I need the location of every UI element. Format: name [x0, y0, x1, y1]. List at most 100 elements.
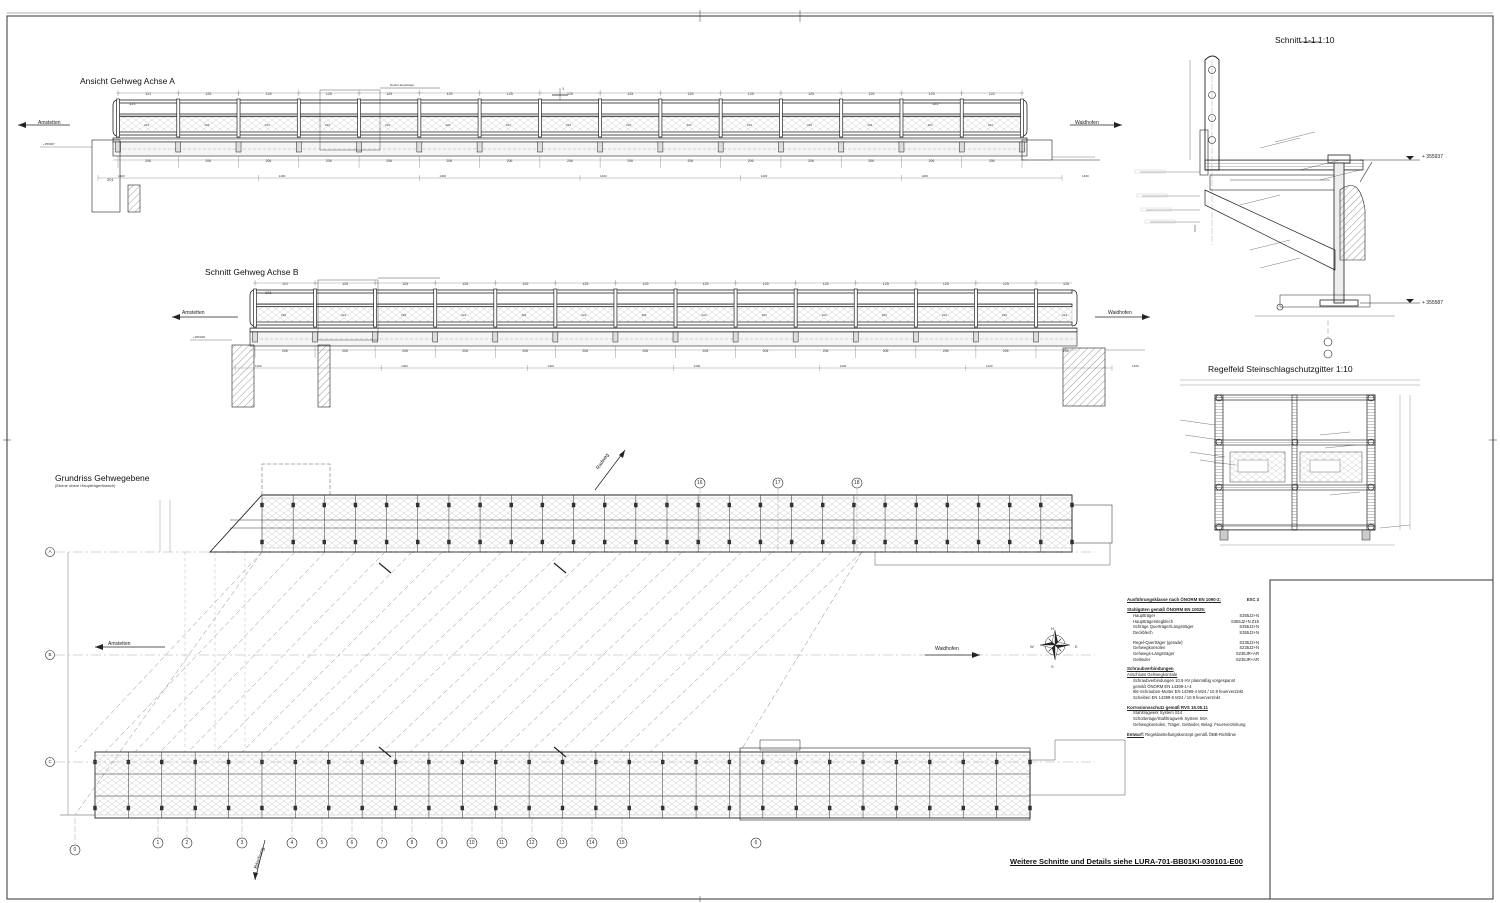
note-line: Schotterlage/Stahltragwerk System S6A — [1133, 716, 1208, 722]
note-line: 6kt-Schrauben-Mutter EN 14399-4 M24 / 10… — [1133, 689, 1244, 695]
svg-text:125: 125 — [688, 92, 694, 96]
compass-west: W — [1030, 644, 1034, 649]
svg-text:1400: 1400 — [921, 174, 928, 178]
svg-text:224: 224 — [762, 313, 767, 317]
svg-text:224: 224 — [521, 313, 526, 317]
compass-east: E — [1075, 644, 1078, 649]
axis-number-12: 12 — [529, 839, 535, 846]
svg-text:206: 206 — [929, 159, 935, 163]
svg-text:206: 206 — [627, 159, 633, 163]
svg-text:+356937: +356937 — [43, 142, 55, 146]
svg-text:224: 224 — [882, 313, 887, 317]
svg-text:1400: 1400 — [255, 364, 262, 368]
notes-corr-title: Korrosionsschutz gemäß RVS 15.05.11 — [1127, 704, 1208, 710]
svg-text:206: 206 — [567, 159, 573, 163]
svg-text:125: 125 — [582, 282, 588, 286]
compass-south: S — [1051, 664, 1054, 669]
svg-text:206: 206 — [808, 159, 814, 163]
axis-number-extra: 6 — [754, 839, 758, 846]
svg-text:1400: 1400 — [547, 364, 554, 368]
svg-text:1400: 1400 — [986, 364, 993, 368]
svg-text:125: 125 — [446, 92, 452, 96]
plan-view — [45, 449, 1126, 881]
svg-text:206: 206 — [386, 159, 392, 163]
steel-grade: S235JR+AR — [1235, 656, 1259, 662]
direction-waidhofen-a: Waidhofen — [1075, 120, 1099, 126]
axis-number-8: 8 — [410, 839, 414, 846]
svg-text:206: 206 — [522, 349, 528, 353]
steel-grade: S235J2+N — [1239, 639, 1259, 645]
direction-waidhofen-plan: Waidhofen — [935, 646, 959, 652]
steel-grade: S355J2+N — [1239, 629, 1259, 635]
axis-number-9: 9 — [440, 839, 444, 846]
axis-number-10: 10 — [469, 839, 475, 846]
notes-bolt-sub: Anschluss Gehwegkonsole — [1127, 672, 1178, 678]
svg-text:125: 125 — [266, 92, 272, 96]
svg-text:224: 224 — [325, 123, 330, 127]
svg-text:224: 224 — [401, 313, 406, 317]
svg-text:224: 224 — [566, 123, 571, 127]
axis-number-2: 2 — [185, 839, 189, 846]
steel-item: Regel-Querträger (gerade) — [1133, 639, 1183, 645]
steel-item: Schräge Querträger/Längsträger — [1133, 624, 1194, 630]
svg-text:1400: 1400 — [694, 364, 701, 368]
svg-text:Detail Hauptträger: Detail Hauptträger — [390, 83, 414, 87]
svg-text:224: 224 — [445, 123, 450, 127]
svg-text:224: 224 — [988, 123, 993, 127]
svg-text:1400: 1400 — [761, 174, 768, 178]
svg-text:224: 224 — [747, 123, 752, 127]
svg-text:125: 125 — [748, 92, 754, 96]
svg-text:224: 224 — [867, 123, 872, 127]
row-letter-A: A — [48, 548, 52, 554]
section-view-b: 121 224 125 224 125 224 125 224 125 224 125 224 125 2… — [172, 277, 1150, 408]
svg-text:121: 121 — [282, 282, 288, 286]
svg-text:206: 206 — [507, 159, 513, 163]
axis-number-3: 3 — [240, 839, 244, 846]
notes-rem-text: Regeldarstellungskonzept gemäß ÖBB-Richt… — [1145, 731, 1236, 737]
svg-text:122: 122 — [989, 92, 995, 96]
axis-number-18: 18 — [854, 479, 860, 486]
footer-reference: Weitere Schnitte und Details siehe LURA-… — [1010, 857, 1243, 866]
svg-text:1400: 1400 — [1132, 364, 1139, 368]
svg-text:125: 125 — [929, 92, 935, 96]
svg-text:206: 206 — [266, 159, 272, 163]
notes-block: Ausführungsklasse nach ÖNORM EN 1090-2:E… — [1127, 597, 1267, 737]
notes-bolt-title: Schraubverbindungen — [1127, 666, 1174, 672]
svg-text:125: 125 — [823, 282, 829, 286]
svg-text:1400: 1400 — [401, 364, 408, 368]
svg-text:125: 125 — [462, 282, 468, 286]
compass-rose-icon — [1039, 629, 1071, 661]
note-line: Stahltragwerk System S14 — [1133, 710, 1183, 716]
svg-text:125: 125 — [642, 282, 648, 286]
compass-north: N — [1051, 626, 1054, 631]
svg-text:+356348: +356348 — [193, 335, 205, 339]
view-a-title: Ansicht Gehweg Achse A — [80, 76, 175, 86]
direction-amstetten-a: Amstetten — [38, 120, 61, 126]
notes-steel-title: Stahlgüten gemäß ÖNORM EN 10025: — [1127, 606, 1206, 612]
note-line: gemäß ÖNORM EN 14399-1+4 — [1133, 683, 1192, 689]
rockfall-grid-field — [1179, 379, 1420, 546]
svg-text:224: 224 — [144, 123, 149, 127]
axis-number-1: 1 — [156, 839, 160, 846]
section-1-1-title: Schnitt 1-1 1:10 — [1275, 35, 1335, 45]
svg-text:125: 125 — [1063, 282, 1069, 286]
svg-text:125: 125 — [205, 92, 211, 96]
note-line: Scheiben EN 14399-6 M24 / 10.9 feuerverz… — [1133, 694, 1221, 700]
dim-a-end: 201 — [107, 177, 114, 182]
svg-text:206: 206 — [582, 349, 588, 353]
svg-text:224: 224 — [581, 313, 586, 317]
steel-item: Deckblech — [1133, 629, 1153, 635]
svg-text:224: 224 — [942, 313, 947, 317]
svg-text:125: 125 — [402, 282, 408, 286]
steel-item: Hauptträger — [1133, 612, 1156, 618]
svg-text:224: 224 — [341, 313, 346, 317]
svg-text:224: 224 — [461, 313, 466, 317]
svg-text:224: 224 — [928, 123, 933, 127]
plan-subtitle: (Ebene obere Hauptträgerflansch) — [55, 483, 116, 488]
note-line: Gehwegkonsolen, Träger, Geländer, Belag:… — [1133, 721, 1246, 727]
svg-text:224: 224 — [641, 313, 646, 317]
svg-text:206: 206 — [763, 349, 769, 353]
svg-text:206: 206 — [342, 349, 348, 353]
